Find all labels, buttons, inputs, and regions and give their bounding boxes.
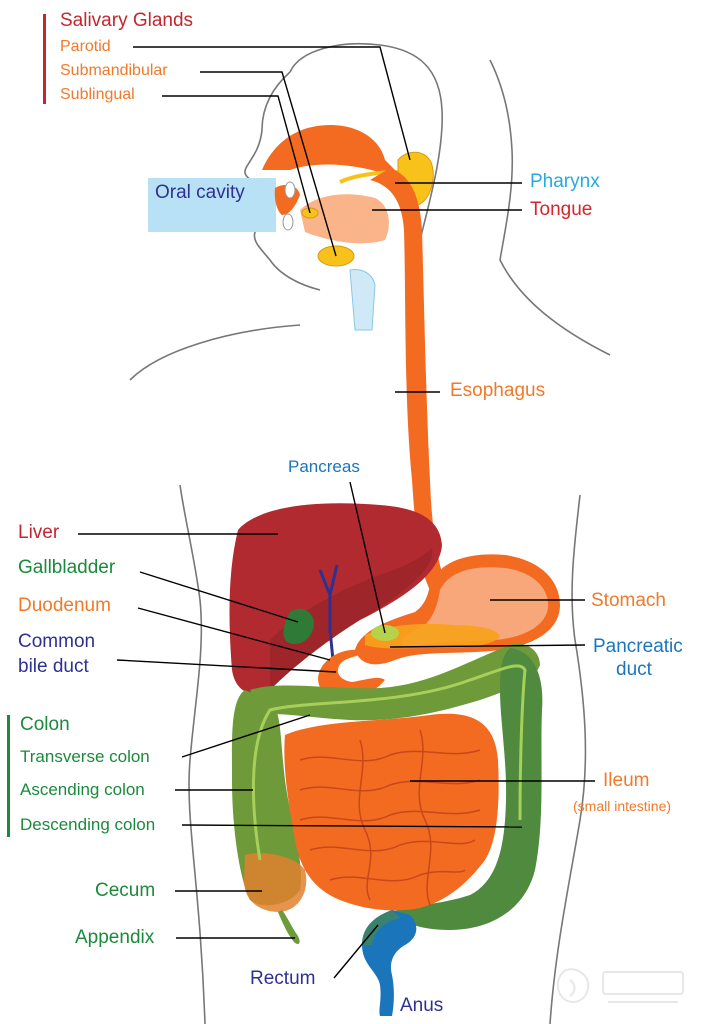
label-oral-cavity: Oral cavity bbox=[155, 182, 245, 203]
tongue-shape bbox=[300, 194, 389, 244]
label-appendix: Appendix bbox=[75, 927, 155, 948]
leader-parotid bbox=[133, 46, 411, 161]
colon-shape bbox=[231, 643, 543, 944]
label-small-intestine: (small intestine) bbox=[573, 798, 672, 814]
small-intestine-shape bbox=[284, 713, 499, 911]
leader-sublingual bbox=[162, 95, 311, 214]
label-colon: Colon bbox=[20, 714, 70, 735]
label-anus: Anus bbox=[400, 995, 444, 1016]
colon-group-bar bbox=[7, 715, 10, 837]
label-salivary-glands: Salivary Glands bbox=[60, 10, 194, 31]
label-parotid: Parotid bbox=[60, 38, 111, 55]
watermark-logo bbox=[556, 968, 684, 1004]
ascending-colon-shape bbox=[231, 690, 302, 906]
leader-common-bile-duct bbox=[116, 659, 337, 673]
leader-rectum bbox=[333, 924, 379, 979]
duodenum-shape bbox=[318, 649, 385, 700]
label-submandibular: Submandibular bbox=[60, 62, 168, 79]
label-stomach: Stomach bbox=[591, 590, 666, 611]
label-ileum: Ileum bbox=[603, 770, 650, 791]
esophagus-tube bbox=[370, 168, 448, 590]
leader-duodenum bbox=[137, 607, 331, 661]
label-sublingual: Sublingual bbox=[60, 86, 135, 103]
body-outline bbox=[129, 42, 611, 1024]
teeth-bottom bbox=[282, 213, 294, 231]
trachea bbox=[349, 269, 376, 331]
leader-descending-colon bbox=[181, 824, 523, 828]
label-pharynx: Pharynx bbox=[530, 171, 600, 192]
gallbladder-shape bbox=[283, 608, 314, 645]
label-liver: Liver bbox=[18, 522, 60, 543]
leader-lines bbox=[78, 46, 595, 979]
pancreas-shape bbox=[365, 623, 500, 649]
label-pancreatic-duct-line1: Pancreatic bbox=[593, 636, 683, 657]
label-common-bile-duct-line2: bile duct bbox=[18, 656, 89, 677]
leader-pancreas bbox=[349, 481, 386, 634]
label-ascending-colon: Ascending colon bbox=[20, 780, 145, 799]
salivary-group-bar bbox=[43, 14, 46, 104]
label-pancreas: Pancreas bbox=[288, 457, 360, 476]
transverse-colon-shape bbox=[250, 643, 540, 721]
label-rectum: Rectum bbox=[250, 968, 316, 989]
label-tongue: Tongue bbox=[530, 199, 593, 220]
label-pancreatic-duct-line2: duct bbox=[616, 659, 652, 680]
label-common-bile-duct-line1: Common bbox=[18, 631, 96, 652]
label-descending-colon: Descending colon bbox=[20, 815, 156, 834]
leader-gallbladder bbox=[139, 571, 299, 623]
submandibular-gland bbox=[317, 245, 355, 267]
teeth-top bbox=[284, 181, 296, 199]
label-duodenum: Duodenum bbox=[18, 595, 111, 616]
rectum-upper bbox=[362, 910, 400, 945]
leader-submandibular bbox=[200, 71, 337, 257]
rectum-shape bbox=[362, 910, 417, 1016]
label-transverse-colon: Transverse colon bbox=[20, 747, 150, 766]
label-gallbladder: Gallbladder bbox=[18, 557, 116, 578]
leader-transverse-colon bbox=[181, 714, 311, 758]
liver-shade bbox=[270, 548, 433, 690]
appendix-shape bbox=[278, 910, 300, 944]
colon-stripe bbox=[251, 664, 527, 861]
palate bbox=[262, 125, 395, 175]
cecum-shape bbox=[244, 853, 307, 912]
descending-colon-shape bbox=[392, 648, 543, 930]
label-cecum: Cecum bbox=[95, 880, 156, 901]
leader-pancreatic-duct bbox=[389, 644, 586, 648]
label-esophagus: Esophagus bbox=[450, 380, 546, 401]
oral-cavity-region bbox=[148, 178, 276, 232]
small-intestine-coils bbox=[299, 729, 481, 906]
